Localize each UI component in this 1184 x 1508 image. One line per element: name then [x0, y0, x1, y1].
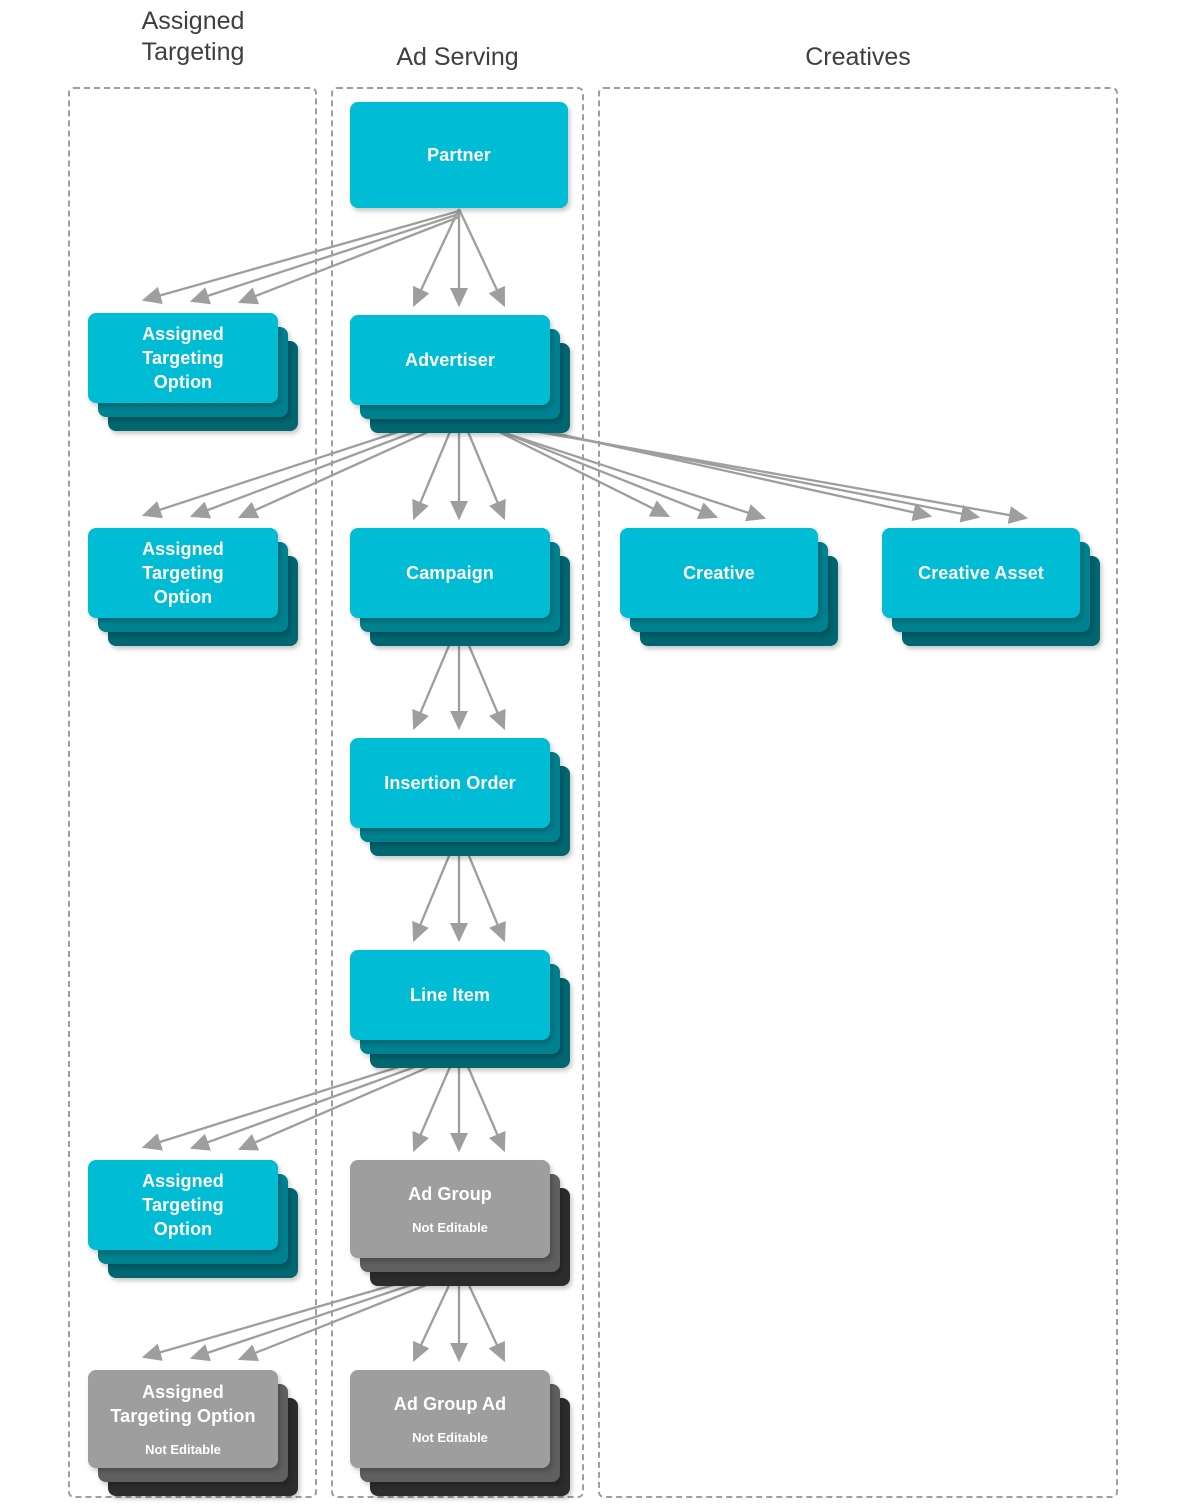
node-partner[interactable]: Partner: [350, 102, 568, 208]
node-creative-asset[interactable]: Creative Asset: [882, 528, 1100, 646]
node-insertion-order-card: Insertion Order: [350, 738, 550, 828]
lane-assigned-targeting: [68, 87, 317, 1498]
node-creative-label: Creative: [683, 563, 755, 583]
node-ato-line-item-card: Assigned Targeting Option: [88, 1160, 278, 1250]
node-advertiser-card: Advertiser: [350, 315, 550, 405]
node-ato-ad-group-card: Assigned Targeting Option Not Editable: [88, 1370, 278, 1468]
node-partner-label: Partner: [427, 145, 491, 165]
node-ato-ad-group-not-editable-badge: Not Editable: [145, 1442, 221, 1457]
node-creative-card: Creative: [620, 528, 818, 618]
node-creative[interactable]: Creative: [620, 528, 838, 646]
node-ad-group-label: Ad Group: [408, 1184, 492, 1204]
node-line-item-label: Line Item: [410, 985, 490, 1005]
node-insertion-order-label: Insertion Order: [384, 773, 516, 793]
node-campaign-label: Campaign: [406, 563, 494, 583]
node-assigned-targeting-option-line-item[interactable]: Assigned Targeting Option: [88, 1160, 298, 1278]
node-ato-ad-group-label: Assigned Targeting Option: [110, 1382, 256, 1426]
node-partner-card: Partner: [350, 102, 568, 208]
node-ad-group-ad[interactable]: Ad Group Ad Not Editable: [350, 1370, 570, 1496]
node-ato-partner-card: Assigned Targeting Option: [88, 313, 278, 403]
node-ato-advertiser-card: Assigned Targeting Option: [88, 528, 278, 618]
node-ad-group-card: Ad Group Not Editable: [350, 1160, 550, 1258]
lane-title-assigned-targeting: Assigned Targeting: [141, 7, 245, 66]
node-creative-asset-card: Creative Asset: [882, 528, 1080, 618]
node-ad-group-not-editable-badge: Not Editable: [412, 1220, 488, 1235]
node-campaign[interactable]: Campaign: [350, 528, 570, 646]
node-ad-group-ad-card: Ad Group Ad Not Editable: [350, 1370, 550, 1468]
node-line-item[interactable]: Line Item: [350, 950, 570, 1068]
node-ato-line-item-label: Assigned Targeting Option: [142, 1171, 224, 1239]
lane-creatives: [598, 87, 1118, 1498]
node-ad-group-ad-not-editable-badge: Not Editable: [412, 1430, 488, 1445]
lane-ad-serving: [331, 87, 584, 1498]
node-creative-asset-label: Creative Asset: [918, 563, 1044, 583]
lane-title-creatives: Creatives: [805, 43, 911, 71]
node-ato-partner-label: Assigned Targeting Option: [142, 324, 224, 392]
node-assigned-targeting-option-partner[interactable]: Assigned Targeting Option: [88, 313, 298, 431]
node-assigned-targeting-option-ad-group[interactable]: Assigned Targeting Option Not Editable: [88, 1370, 298, 1496]
lane-title-ad-serving: Ad Serving: [396, 43, 519, 71]
node-advertiser[interactable]: Advertiser: [350, 315, 570, 433]
node-campaign-card: Campaign: [350, 528, 550, 618]
node-ad-group[interactable]: Ad Group Not Editable: [350, 1160, 570, 1286]
node-ato-advertiser-label: Assigned Targeting Option: [142, 539, 224, 607]
node-ad-group-ad-label: Ad Group Ad: [393, 1394, 507, 1414]
node-assigned-targeting-option-advertiser[interactable]: Assigned Targeting Option: [88, 528, 298, 646]
node-line-item-card: Line Item: [350, 950, 550, 1040]
node-advertiser-label: Advertiser: [404, 350, 496, 370]
node-insertion-order[interactable]: Insertion Order: [350, 738, 570, 856]
